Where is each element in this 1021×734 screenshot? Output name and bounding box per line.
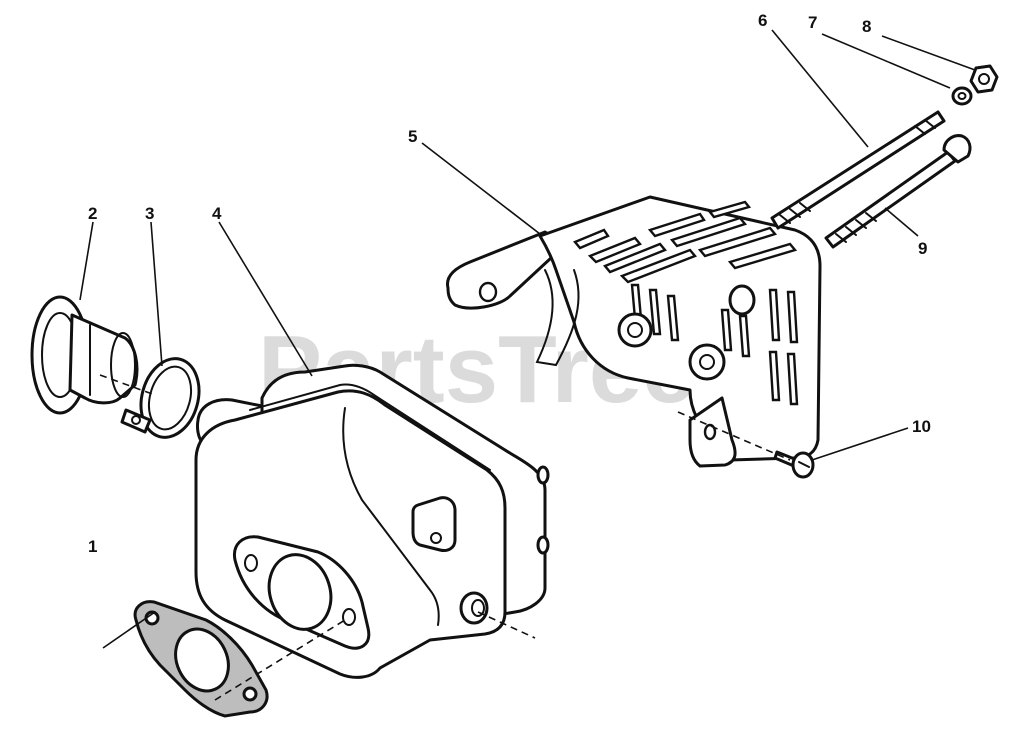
callout-8: 8 — [862, 17, 871, 36]
part-washer[interactable] — [951, 86, 973, 106]
part-heat-shield[interactable] — [445, 195, 822, 468]
callout-9: 9 — [918, 239, 927, 258]
assembly-guides — [99, 374, 791, 701]
part-spark-arrester[interactable] — [30, 295, 139, 415]
leader-10 — [811, 427, 909, 461]
part-screw[interactable] — [773, 450, 815, 479]
callout-leaders — [79, 29, 976, 649]
leader-5 — [421, 142, 541, 235]
leader-7 — [821, 33, 951, 89]
leader-4 — [218, 221, 313, 377]
callout-4: 4 — [212, 204, 222, 223]
part-nut[interactable] — [969, 64, 999, 94]
leader-3 — [150, 221, 163, 367]
leader-9 — [884, 207, 919, 237]
callout-5: 5 — [408, 127, 417, 146]
leader-2 — [79, 221, 94, 301]
callout-10: 10 — [912, 417, 931, 436]
callout-labels: 1 2 3 4 5 6 7 8 9 10 — [88, 11, 931, 556]
callout-7: 7 — [808, 13, 817, 32]
callout-6: 6 — [758, 11, 767, 30]
callout-1: 1 — [88, 537, 97, 556]
part-gasket[interactable] — [133, 600, 269, 718]
leader-6 — [771, 29, 869, 148]
leader-1 — [102, 611, 156, 649]
part-bolt-9[interactable] — [824, 134, 972, 249]
part-stud-bolt-6[interactable] — [770, 110, 946, 230]
callout-3: 3 — [145, 204, 154, 223]
callout-2: 2 — [88, 204, 97, 223]
part-muffler[interactable] — [194, 363, 550, 679]
leader-8 — [881, 35, 976, 71]
